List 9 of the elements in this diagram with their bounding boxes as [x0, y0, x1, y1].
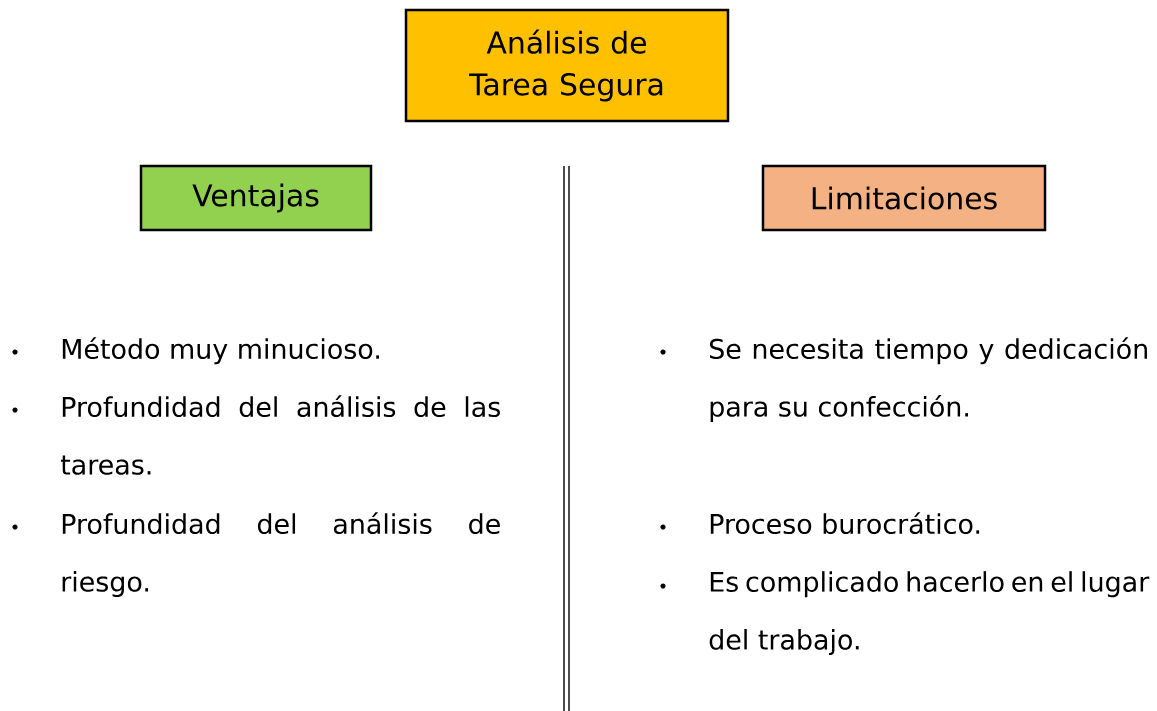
heading-box: Ventajas — [139, 164, 373, 232]
list-item: Proceso burocrático. — [710, 512, 980, 535]
heading-box: Análisis de Tarea Segura — [404, 8, 730, 123]
list-item: Método muy minucioso. — [62, 337, 379, 365]
list-item: Profundidad del análisis de las tareas. — [60, 395, 500, 475]
heading-box: Limitaciones — [761, 164, 1047, 232]
list-item: Se necesita tiempo y dedicación para su confección. — [710, 337, 1147, 423]
list-item: Profundidad del análisis de riesgo. — [62, 512, 500, 598]
list-item: Es complicado hacerlo en el lugar del trabajo. — [709, 571, 1150, 655]
